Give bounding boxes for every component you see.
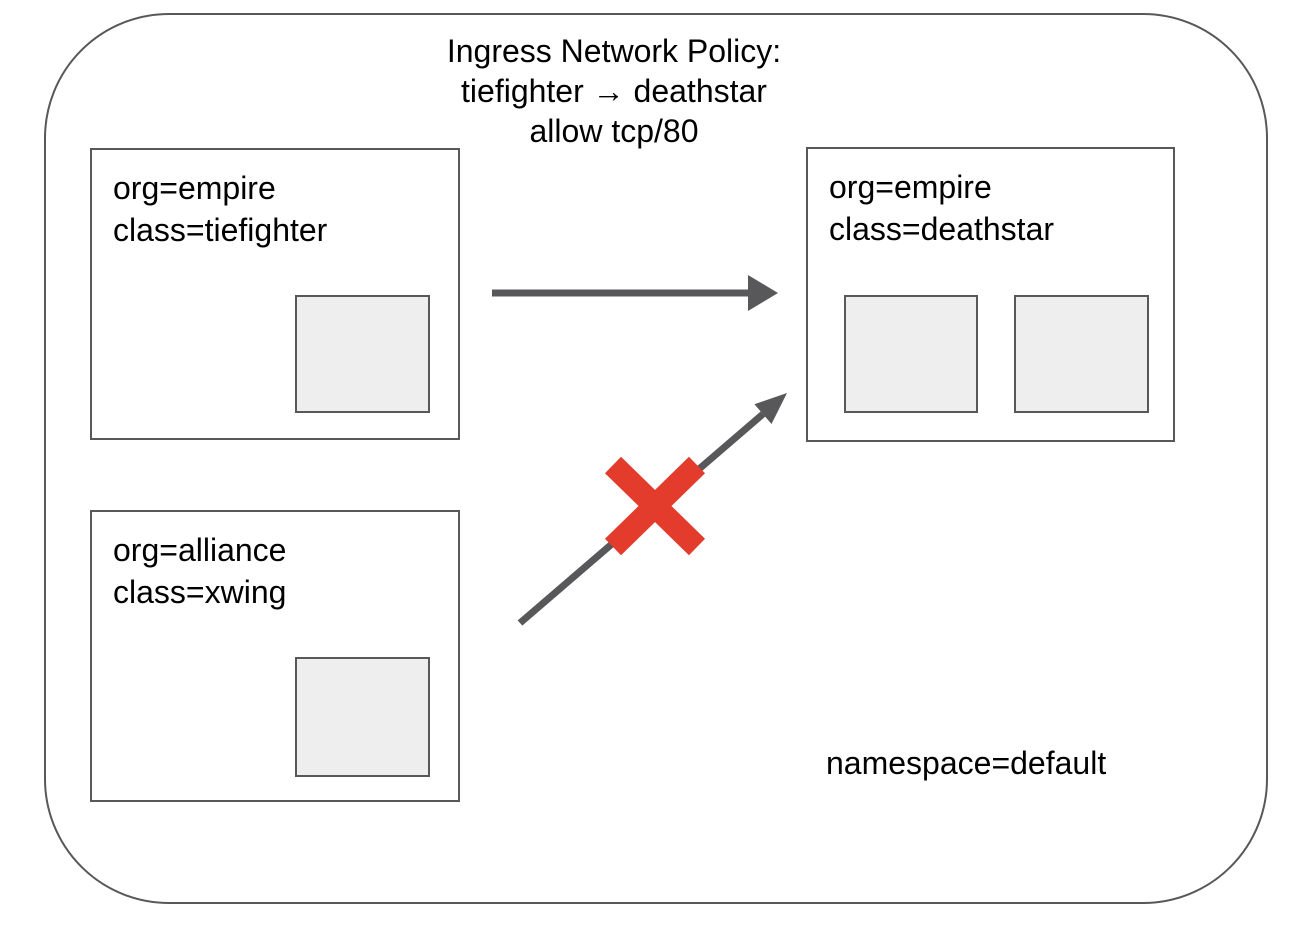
node-deathstar-org-label: org=empire [829,169,992,205]
node-tiefighter-org-label: org=empire [113,170,276,206]
node-tiefighter-class-label: class=tiefighter [113,212,328,248]
node-xwing: org=alliance class=xwing [90,510,460,802]
node-deathstar-labels: org=empire class=deathstar [808,149,1173,250]
title-line-2: tiefighter → deathstar [461,73,767,109]
title-line-3: allow tcp/80 [529,113,699,149]
title-line-1: Ingress Network Policy: [446,33,782,69]
namespace-label: namespace=default [826,745,1107,781]
node-deathstar-class-label: class=deathstar [829,211,1055,247]
node-xwing-labels: org=alliance class=xwing [92,512,458,613]
node-xwing-class-label: class=xwing [113,574,287,610]
xwing-pod-square [295,657,430,777]
tiefighter-pod-square [295,295,430,413]
node-deathstar: org=empire class=deathstar [806,147,1175,442]
deathstar-pod-square-2 [1014,295,1149,413]
diagram-title: Ingress Network Policy: tiefighter → dea… [447,31,781,151]
node-tiefighter: org=empire class=tiefighter [90,148,460,440]
node-xwing-org-label: org=alliance [113,532,287,568]
deathstar-pod-square-1 [844,295,978,413]
node-tiefighter-labels: org=empire class=tiefighter [92,150,458,251]
